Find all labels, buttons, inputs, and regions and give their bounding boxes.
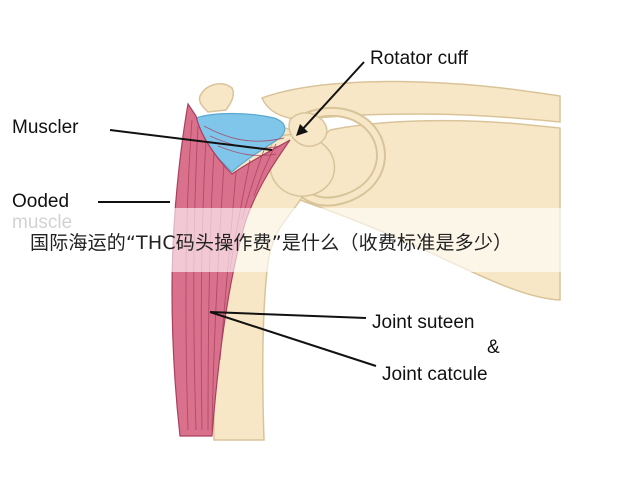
leader-line-rotator-cuff [299,61,365,133]
label-ampersand: & [487,337,500,358]
coracoid-process [198,83,235,113]
label-muscler: Muscler [12,117,79,138]
leader-line-muscler [109,129,273,151]
label-ooded: Ooded [12,191,69,212]
leader-line-joint-suteen [209,311,367,319]
label-joint-catcule: Joint catcule [382,364,488,385]
rotator-cuff-tendon [288,112,328,147]
label-joint-suteen: Joint suteen [372,312,474,333]
leader-lines [98,61,377,367]
banner-title: 国际海运的“THC码头操作费”是什么（收费标准是多少） [30,232,513,254]
rotator-cuff-arrowhead [296,124,308,136]
title-banner [0,208,640,272]
label-rotator-cuff: Rotator cuff [370,48,469,69]
leader-line-joint-catcule [209,311,377,367]
